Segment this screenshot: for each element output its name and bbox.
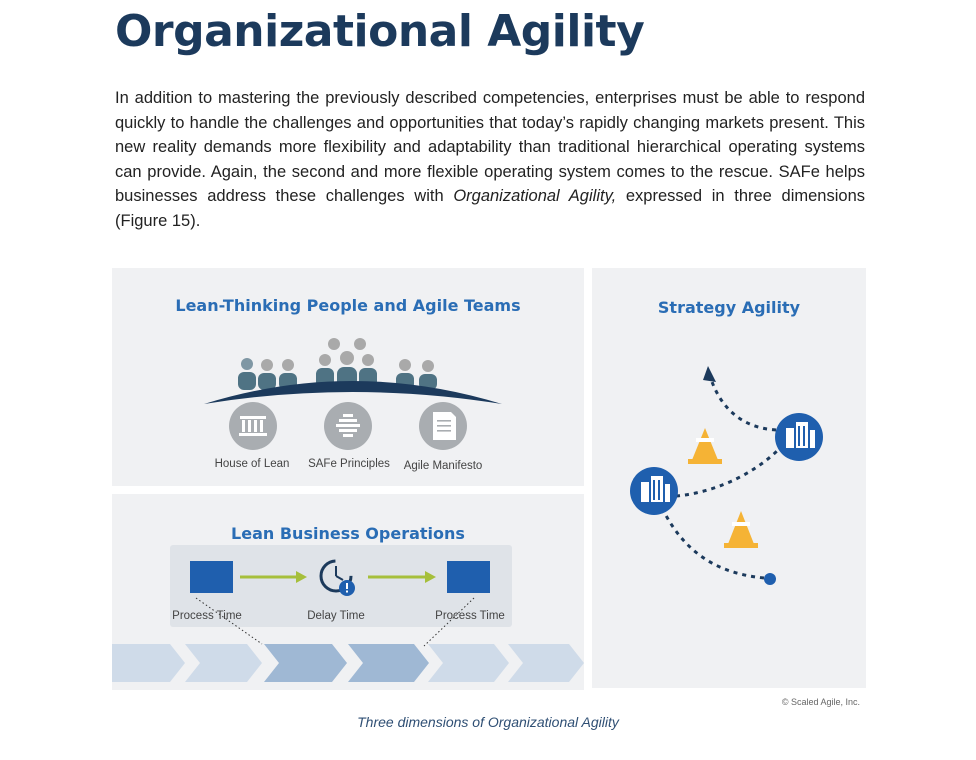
stopwatch-alert-icon xyxy=(319,559,355,596)
value-stream-chevrons xyxy=(112,644,584,682)
copyright-notice: © Scaled Agile, Inc. xyxy=(781,697,860,707)
intro-emphasis: Organizational Agility, xyxy=(453,187,617,206)
people-panel-title: Lean-Thinking People and Agile Teams xyxy=(175,296,521,315)
delay-time-label: Delay Time xyxy=(307,610,365,622)
operations-panel-title: Lean Business Operations xyxy=(231,524,465,543)
flow-arrow-icon xyxy=(296,571,307,583)
team-foundation-arc xyxy=(204,381,502,404)
direction-arrow-icon xyxy=(703,366,716,382)
people-illustration: House of Lean SAFe Principles Agile Mani… xyxy=(204,338,502,472)
traffic-cone-icon-2 xyxy=(724,511,758,548)
people-panel: Lean-Thinking People and Agile Teams xyxy=(112,268,584,486)
intro-text: In addition to mastering the previously … xyxy=(115,89,865,206)
agile-manifesto-icon xyxy=(419,402,467,450)
flow-arrow-icon-2 xyxy=(425,571,436,583)
figure-caption: Three dimensions of Organizational Agili… xyxy=(357,714,619,730)
strategy-illustration xyxy=(630,366,823,585)
intro-text-end: expressed in three dimensions (Figure 15… xyxy=(115,187,865,230)
safe-principles-icon xyxy=(324,402,372,450)
agile-manifesto-label: Agile Manifesto xyxy=(404,460,483,472)
page-title: Organizational Agility xyxy=(115,6,645,57)
building-icon-2 xyxy=(630,467,678,515)
process-box-icon xyxy=(190,561,233,593)
intro-paragraph: In addition to mastering the previously … xyxy=(115,86,865,234)
process-time-label-1: Process Time xyxy=(172,610,242,622)
process-box-icon-2 xyxy=(447,561,490,593)
strategy-panel-title: Strategy Agility xyxy=(657,298,801,317)
house-of-lean-icon xyxy=(229,402,277,450)
agile-teams-icon xyxy=(238,338,437,390)
building-icon xyxy=(775,413,823,461)
safe-principles-label: SAFe Principles xyxy=(308,458,390,470)
value-stream-illustration: Process Time Delay Time Process Time xyxy=(112,559,584,682)
start-point-icon xyxy=(764,573,776,585)
traffic-cone-icon xyxy=(688,428,722,464)
strategy-panel: Strategy Agility xyxy=(592,268,866,688)
process-time-label-2: Process Time xyxy=(435,610,505,622)
house-of-lean-label: House of Lean xyxy=(215,458,290,470)
